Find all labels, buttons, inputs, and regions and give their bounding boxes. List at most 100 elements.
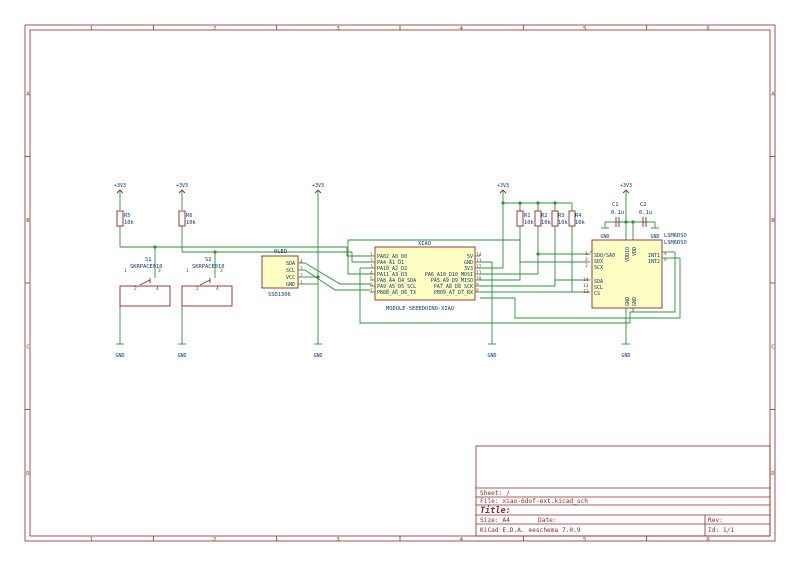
frame-col-3-top: 3 xyxy=(336,26,339,32)
svg-text:1: 1 xyxy=(585,251,588,257)
xiao-right-pin-num-10: 10 xyxy=(476,276,482,282)
svg-text:1: 1 xyxy=(300,280,303,286)
switch-s2-group: +3V3 R6 10k S2 SKRPACE010 1 3 2 4 GND xyxy=(176,183,352,359)
frame-row-B-left: B xyxy=(26,218,30,224)
r1-value: 10k xyxy=(524,220,534,226)
xiao-right-pin-num-9: 9 xyxy=(476,282,479,288)
gnd-s1: GND xyxy=(115,353,124,359)
xiao-left-pin-1: PA02_A0_D0 xyxy=(377,254,407,260)
switch-s2-body xyxy=(181,285,233,307)
imu-pin-int1: INT1 xyxy=(648,253,660,259)
oled-pin-sda: SDA xyxy=(286,261,295,267)
xiao-value: MODULE-SEEEDUINO-XIAO xyxy=(386,306,454,312)
xiao-ref: XIAO xyxy=(418,241,431,247)
svg-text:13: 13 xyxy=(583,283,589,289)
decoupling-caps: +3V3 C1 0.1u C2 0.1u GND GND xyxy=(600,183,660,240)
imu-group: LSM6DSO LSM6DSO SDO/SA0 SDX SCX SDA SCL … xyxy=(583,233,687,359)
xiao-right-pin-num-13: 13 xyxy=(476,258,482,264)
frame-col-6-top: 6 xyxy=(706,26,709,32)
xiao-left-pin-3: PA10_A2_D2 xyxy=(377,266,407,272)
tb-sheet: Sheet: / xyxy=(480,490,510,497)
svg-text:3: 3 xyxy=(300,266,303,272)
frame-col-5-top: 5 xyxy=(583,26,586,32)
svg-text:1: 1 xyxy=(186,268,189,274)
oled-pin-vcc: VCC xyxy=(286,275,295,281)
svg-text:4: 4 xyxy=(216,286,219,292)
oled-value: SSD1306 xyxy=(268,292,291,298)
xiao-right-pin-num-8: 8 xyxy=(476,288,479,294)
xiao-left-pin-5: PA8_A4_D4_SDA xyxy=(377,278,416,284)
switch-s1-body xyxy=(119,285,171,307)
frame-col-6-bottom: 6 xyxy=(706,537,709,543)
imu-pin-vddio: VDDIO xyxy=(625,247,631,262)
oled-pin-gnd: GND xyxy=(286,282,295,288)
xiao-body xyxy=(374,246,476,301)
frame-row-D-left: D xyxy=(26,471,29,477)
imu-ref: LSM6DSO xyxy=(664,233,687,239)
oled-body xyxy=(261,255,299,289)
pullup-resistors: R1 10k R2 10k R3 10k R4 10k xyxy=(501,201,590,292)
gnd-xiao: GND xyxy=(487,353,496,359)
tb-file: File: xiao-6dof-ext.kicad_sch xyxy=(480,498,588,505)
svg-text:3: 3 xyxy=(158,268,161,274)
xiao-right-pin-9: PA7_A8_D8_SCK xyxy=(434,284,473,290)
imu-pin-vdd: VDD xyxy=(632,247,638,256)
svg-text:12: 12 xyxy=(583,289,589,295)
xiao-left-pin-4: PA11_A3_D3 xyxy=(377,272,407,278)
svg-text:4: 4 xyxy=(300,259,303,265)
frame-col-4-top: 4 xyxy=(460,26,464,32)
switch-s1-group: +3V3 R5 10k S1 SKRPACE010 1 3 2 4 GND xyxy=(114,183,347,359)
oled-ref: OLED xyxy=(274,249,287,255)
imu-pin-sdo: SDO/SA0 xyxy=(594,253,615,259)
r6-ref: R6 xyxy=(186,213,193,219)
c1-value: 0.1u xyxy=(611,210,624,216)
frame-row-D-right: D xyxy=(771,471,774,477)
imu-pin-cs: CS xyxy=(594,291,600,297)
svg-text:2: 2 xyxy=(585,263,588,269)
svg-text:4: 4 xyxy=(156,286,159,292)
power-3v3-mid: +3V3 xyxy=(497,183,509,189)
imu-pin-sdx: SDX xyxy=(594,259,603,265)
xiao-right-pin-num-12: 12 xyxy=(476,264,482,270)
r5-ref: R5 xyxy=(124,213,131,219)
xiao-right-pin-10: PA5_A9_D9_MISO xyxy=(431,278,473,284)
svg-text:1: 1 xyxy=(124,268,127,274)
s2-ref: S2 xyxy=(205,257,212,263)
power-3v3-left1: +3V3 xyxy=(114,183,126,189)
tb-rev: Rev: xyxy=(708,517,723,524)
frame-row-C-left: C xyxy=(26,344,29,350)
gnd-s2: GND xyxy=(177,353,186,359)
frame-row-A-right: A xyxy=(771,91,775,97)
s1-ref: S1 xyxy=(145,257,152,263)
svg-text:3: 3 xyxy=(220,268,223,274)
xiao-left-pin-6: PA9_A5_D5_SCL xyxy=(377,284,416,290)
svg-text:2: 2 xyxy=(134,286,137,292)
svg-text:2: 2 xyxy=(300,273,303,279)
frame-col-1-bottom: 1 xyxy=(90,537,93,543)
frame-col-3-bottom: 3 xyxy=(336,537,339,543)
xiao-right-pin-11: PA6_A10_D10_MOSI xyxy=(425,272,473,278)
xiao-right-pin-12: 3V3 xyxy=(464,266,473,272)
imu-pin-scx: SCX xyxy=(594,265,603,271)
r2-value: 10k xyxy=(541,220,551,226)
imu-pin-sda: SDA xyxy=(594,279,603,285)
xiao-left-pin-num-1: 1 xyxy=(370,252,373,258)
power-3v3-right: +3V3 xyxy=(620,183,632,189)
oled-pin-scl: SCL xyxy=(286,268,295,274)
power-3v3-oled: +3V3 xyxy=(312,183,324,189)
imu-pin-scl: SCL xyxy=(594,285,603,291)
tb-size: Size: A4 xyxy=(480,517,510,524)
imu-value: LSM6DSO xyxy=(664,240,687,246)
r5-value: 10k xyxy=(124,220,134,226)
imu-pin-gnd2: GND xyxy=(632,297,638,306)
xiao-left-pin-num-2: 2 xyxy=(370,258,373,264)
resistor-r5 xyxy=(116,210,124,227)
s2-value: SKRPACE010 xyxy=(192,264,224,270)
resistor-r1 xyxy=(516,210,524,227)
r4-ref: R4 xyxy=(575,213,582,219)
xiao-left-pin-num-7: 7 xyxy=(370,288,373,294)
tb-tool: KiCad E.D.A. eeschema 7.0.9 xyxy=(480,527,581,534)
tb-title: Title: xyxy=(480,505,511,516)
